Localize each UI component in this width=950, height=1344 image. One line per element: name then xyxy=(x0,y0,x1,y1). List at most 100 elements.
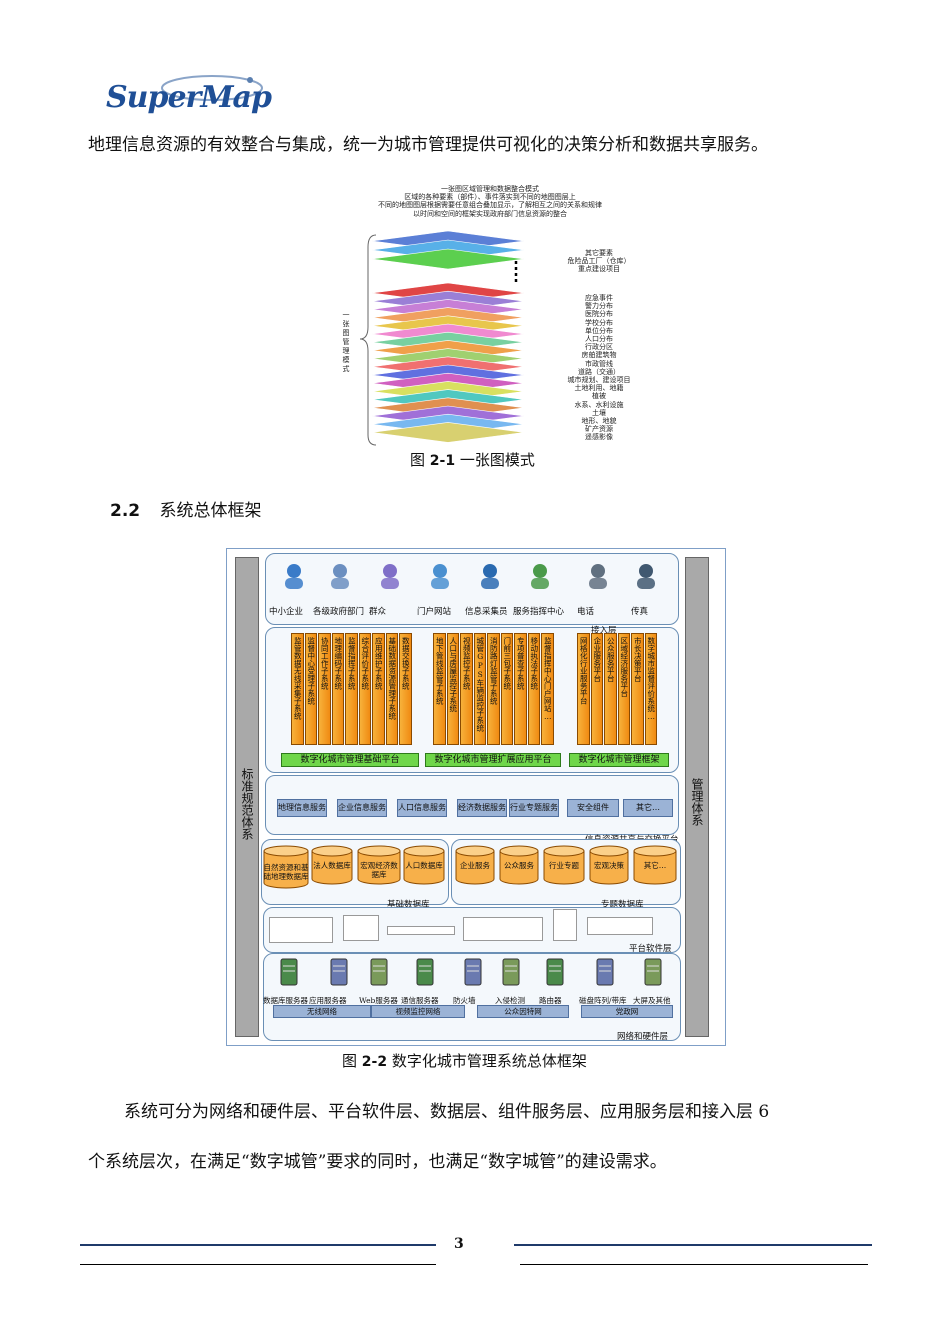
network-bar: 无线网络 xyxy=(273,1005,371,1018)
db-label: 企业服务 xyxy=(460,861,490,870)
server-icon xyxy=(273,957,303,987)
hardware-label: 数据库服务器 xyxy=(263,996,308,1005)
subsystem-column: 综合评价子系统 xyxy=(358,633,371,745)
caption-text: 数字化城市管理系统总体框架 xyxy=(387,1052,587,1070)
section-number: 2.2 xyxy=(110,501,141,521)
subsystem-column: 数字城市监督评价系统… xyxy=(644,633,657,745)
platform-box xyxy=(343,915,379,941)
subsystem-label: 城管GPS车辆监控子系统 xyxy=(475,637,485,732)
user-label: 各级政府部门 xyxy=(313,607,365,617)
fig1-bottom-labels: 应急事件警力分布医院分布学校分布单位分布人口分布行政分区房舶建筑物市政管线道路（… xyxy=(544,294,654,442)
subsystem-label: 地下管线监管子系统 xyxy=(435,637,445,705)
db-label: 其它… xyxy=(643,861,667,870)
app-groups: 监管数据无线采集子系统监督中心受理子系统协同工作子系统地理编码子系统监督指挥子系… xyxy=(265,627,677,771)
subsystem-label: 专项普查子系统 xyxy=(516,637,526,690)
service-box: 经济数据服务 xyxy=(457,799,507,817)
service-box: 安全组件 xyxy=(567,799,619,817)
subsystem-column: 消防路灯监管子系统 xyxy=(487,633,500,745)
subsystem-column: 视频监控子系统 xyxy=(460,633,473,745)
figure-1-caption: 图 2-1 一张图模式 xyxy=(410,449,535,470)
caption-prefix: 图 xyxy=(342,1052,362,1070)
theme-db-label: 专题数据库 xyxy=(601,900,644,910)
management-sidebar: 管理体系 xyxy=(685,557,709,1037)
subsystem-column: 协同工作子系统 xyxy=(318,633,331,745)
figure-2: 标准规范体系 管理体系 中小企业各级政府部门群众门户网站信息采集员服务指挥中心电… xyxy=(226,548,726,1046)
network-bar: 公众因特网 xyxy=(477,1005,569,1018)
subsystem-label: 网格化行业服务平台 xyxy=(579,637,589,705)
layer-label: 道路（交通） xyxy=(578,367,620,376)
subsystem-column: 公众服务平台 xyxy=(604,633,617,745)
subsystem-label: 应用维护子系统 xyxy=(374,637,384,690)
section-heading: 2.2 系统总体框架 xyxy=(110,496,262,521)
layer-label: 遥感影像 xyxy=(585,433,613,442)
fig1-left-label: 一张图管理模式 xyxy=(342,311,350,374)
fig1-heading-line: 区域的各种要素（部件）、事件落实到不同的地图图层上 xyxy=(404,193,576,202)
fig1-heading-line: 一张图区域管理和数据整合模式 xyxy=(441,185,539,193)
subsystem-column: 人口与房屋监控子系统 xyxy=(446,633,459,745)
user-icon xyxy=(279,561,309,591)
layer-label: 其它要素 xyxy=(585,249,613,257)
fig1-top-labels: 其它要素危险品工厂（仓库）重点建设项目 xyxy=(544,249,654,274)
network-bar: 视频监控网络 xyxy=(371,1005,465,1018)
layer-label: 植被 xyxy=(592,392,606,401)
platform-box xyxy=(387,926,455,935)
subsystem-label: 数字城市监督评价系统… xyxy=(646,637,656,721)
layer-label: 医院分布 xyxy=(585,310,613,319)
figure-1: 一张图区域管理和数据整合模式 区域的各种要素（部件）、事件落实到不同的地图图层上… xyxy=(330,183,660,448)
subsystem-label: 人口与房屋监控子系统 xyxy=(448,637,458,712)
layer-label: 土壤 xyxy=(592,408,606,417)
footer-line-right-top xyxy=(514,1244,872,1246)
subsystem-column: 监督中心受理子系统 xyxy=(304,633,317,745)
fig1-heading-line: 以时间和空间的框架实现政府部门信息资源的整合 xyxy=(413,209,567,218)
subsystem-column: 基础数据资源管理子系统 xyxy=(385,633,398,745)
caption-number: 2-1 xyxy=(429,453,456,469)
fig1-heading: 一张图区域管理和数据整合模式 区域的各种要素（部件）、事件落实到不同的地图图层上… xyxy=(370,185,610,218)
network-layer-label: 网络和硬件层 xyxy=(617,1032,669,1042)
hardware-label: 防火墙 xyxy=(453,996,476,1005)
subsystem-label: 基础数据资源管理子系统 xyxy=(387,637,397,720)
caption-number: 2-2 xyxy=(361,1054,388,1070)
subsystem-column: 区域经济服务平台 xyxy=(617,633,630,745)
server-icon xyxy=(589,957,619,987)
layer-label: 矿产资源 xyxy=(585,425,613,434)
user-icon xyxy=(375,561,405,591)
db-label: 行业专题 xyxy=(549,861,579,870)
subsystem-column: 专项普查子系统 xyxy=(514,633,527,745)
server-icon xyxy=(637,957,667,987)
services-row: 地理信息服务企业信息服务人口信息服务经济数据服务行业专题服务安全组件其它… xyxy=(265,775,677,833)
theme-db-cylinder: 其它… xyxy=(633,845,677,885)
map-layer xyxy=(371,248,525,270)
server-icon xyxy=(495,957,525,987)
service-box: 其它… xyxy=(623,799,673,817)
standards-sidebar: 标准规范体系 xyxy=(235,557,259,1037)
platform-bar: 数字化城市管理扩展应用平台 xyxy=(425,753,561,767)
subsystem-label: 门前三包子系统 xyxy=(502,637,512,690)
subsystem-label: 区域经济服务平台 xyxy=(619,637,629,697)
service-box: 地理信息服务 xyxy=(277,799,327,817)
layer-label: 城市规划、建设项目 xyxy=(567,376,631,385)
layer-label: 危险品工厂（仓库） xyxy=(567,257,631,266)
subsystem-label: 地理编码子系统 xyxy=(333,637,343,690)
user-label: 门户网站 xyxy=(417,607,452,617)
subsystem-column: 移动执法子系统 xyxy=(527,633,540,745)
theme-db-cylinder: 公众服务 xyxy=(499,845,539,885)
subsystem-label: 协同工作子系统 xyxy=(320,637,330,690)
map-layer xyxy=(371,422,525,443)
base-db-cylinder: 法人数据库 xyxy=(311,845,353,885)
platform-box xyxy=(553,909,577,941)
subsystem-label: 数据交换子系统 xyxy=(401,637,411,690)
subsystem-column: 应用维护子系统 xyxy=(372,633,385,745)
subsystem-column: 数据交换子系统 xyxy=(399,633,412,745)
user-icon xyxy=(325,561,355,591)
subsystem-label: 移动执法子系统 xyxy=(529,637,539,690)
subsystem-label: 市长决策平台 xyxy=(633,637,643,682)
subsystem-label: 监督中心受理子系统 xyxy=(306,637,316,705)
user-label: 传真 xyxy=(631,607,649,617)
subsystem-label: 公众服务平台 xyxy=(606,637,616,682)
server-icon xyxy=(323,957,353,987)
layer-label: 单位分布 xyxy=(585,326,613,335)
access-users-row: 中小企业各级政府部门群众门户网站信息采集员服务指挥中心电话传真 xyxy=(265,553,677,623)
platform-box xyxy=(463,917,543,941)
subsystem-label: 监督指挥中心门户网站… xyxy=(543,637,553,721)
service-box: 企业信息服务 xyxy=(337,799,387,817)
